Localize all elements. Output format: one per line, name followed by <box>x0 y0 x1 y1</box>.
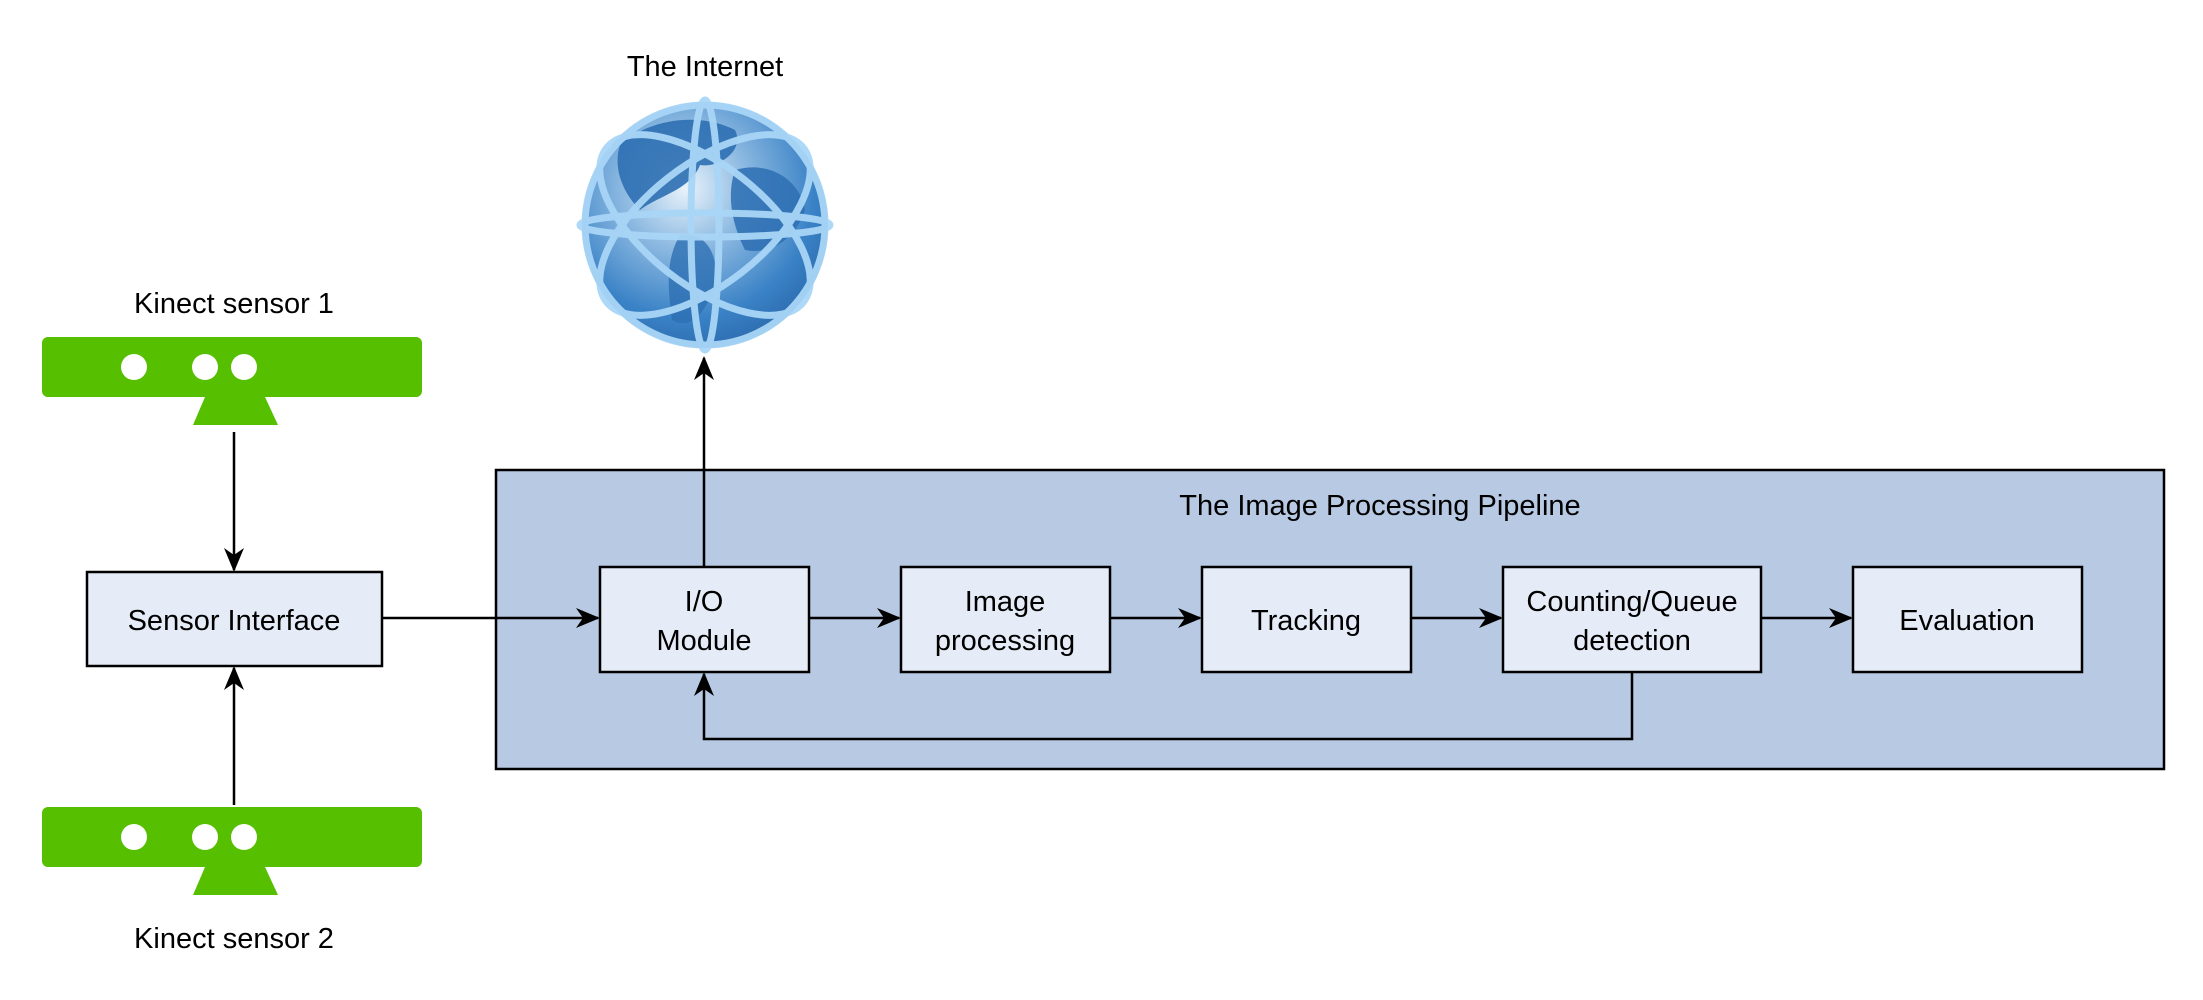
stage-box <box>1200 565 1413 674</box>
stage-box <box>1851 565 2084 674</box>
sensor-interface-label: Sensor Interface <box>128 605 341 637</box>
stage-label-line: Image <box>965 586 1046 618</box>
stage-label-line: Evaluation <box>1899 605 2034 637</box>
sensor-interface-box <box>85 570 384 668</box>
stage-tracking: Tracking <box>1200 565 1413 674</box>
kinect-sensor-icon <box>42 807 422 895</box>
stage-counting-queue-detection: Counting/Queue detection <box>1501 565 1763 674</box>
kinect-sensor-icon <box>42 337 422 425</box>
stage-label-line: detection <box>1573 625 1691 657</box>
internet-node: The Internet <box>576 51 834 354</box>
stage-label-line: Tracking <box>1251 605 1361 637</box>
kinect-sensor-1-label: Kinect sensor 1 <box>134 288 334 320</box>
kinect-sensor-1: Kinect sensor 1 <box>42 288 422 425</box>
stage-label-line: Counting/Queue <box>1526 586 1737 618</box>
stage-box <box>598 565 811 674</box>
stage-label-line: processing <box>935 625 1075 657</box>
stage-label-line: Module <box>656 625 751 657</box>
stage-label-line: I/O <box>685 586 724 618</box>
globe-icon <box>576 96 834 354</box>
stage-io-module: I/O Module <box>598 565 811 674</box>
kinect-sensor-2-label: Kinect sensor 2 <box>134 923 334 955</box>
internet-label: The Internet <box>627 51 783 83</box>
sensor-interface-node: Sensor Interface <box>85 570 384 668</box>
kinect-sensor-2: Kinect sensor 2 <box>42 807 422 955</box>
stage-image-processing: Image processing <box>899 565 1112 674</box>
pipeline-title: The Image Processing Pipeline <box>1179 490 1580 522</box>
stage-box <box>899 565 1112 674</box>
arrow-counting-feedback-to-io <box>694 672 1634 741</box>
connectors <box>224 356 1853 805</box>
stage-box <box>1501 565 1763 674</box>
stage-evaluation: Evaluation <box>1851 565 2084 674</box>
